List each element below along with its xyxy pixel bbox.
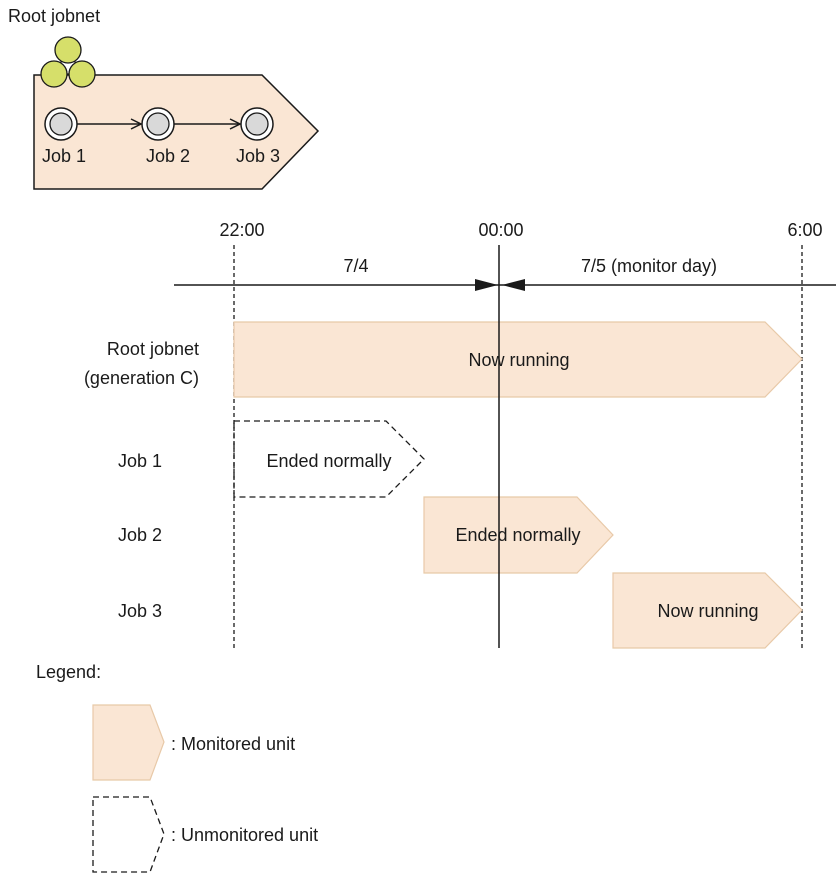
day-label-7-4: 7/4 — [343, 256, 368, 276]
job1-status: Ended normally — [266, 451, 391, 471]
time-label-0000: 00:00 — [478, 220, 523, 240]
job2-row-label: Job 2 — [118, 525, 162, 545]
root-jobnet-status: Now running — [468, 350, 569, 370]
job3-row-label: Job 3 — [118, 601, 162, 621]
job2-node-icon — [141, 107, 175, 141]
legend-monitored-swatch — [92, 704, 165, 781]
time-label-0600: 6:00 — [787, 220, 822, 240]
legend-unmonitored-swatch — [92, 796, 165, 873]
job2-bar — [423, 496, 614, 574]
job1-node-label: Job 1 — [42, 146, 86, 166]
legend-unmonitored-label: : Unmonitored unit — [171, 825, 318, 845]
job3-status: Now running — [657, 601, 758, 621]
time-label-2200: 22:00 — [219, 220, 264, 240]
job1-bar — [233, 420, 425, 498]
job3-node-icon — [240, 107, 274, 141]
jobnet-icon — [40, 36, 96, 88]
midnight-boundary-arrows-icon — [475, 279, 525, 291]
job2-status: Ended normally — [455, 525, 580, 545]
job1-row-label: Job 1 — [118, 451, 162, 471]
day-label-7-5: 7/5 (monitor day) — [581, 256, 717, 276]
jobnet-title: Root jobnet — [8, 6, 100, 26]
root-jobnet-bar — [233, 321, 803, 398]
job3-node-label: Job 3 — [236, 146, 280, 166]
root-jobnet-generation-label: (generation C) — [84, 368, 199, 388]
job2-node-label: Job 2 — [146, 146, 190, 166]
legend-monitored-label: : Monitored unit — [171, 734, 295, 754]
job1-node-icon — [44, 107, 78, 141]
jobnet-box — [33, 74, 320, 190]
job3-bar — [612, 572, 803, 649]
root-jobnet-row-label: Root jobnet — [107, 339, 199, 359]
legend-title: Legend: — [36, 662, 101, 682]
